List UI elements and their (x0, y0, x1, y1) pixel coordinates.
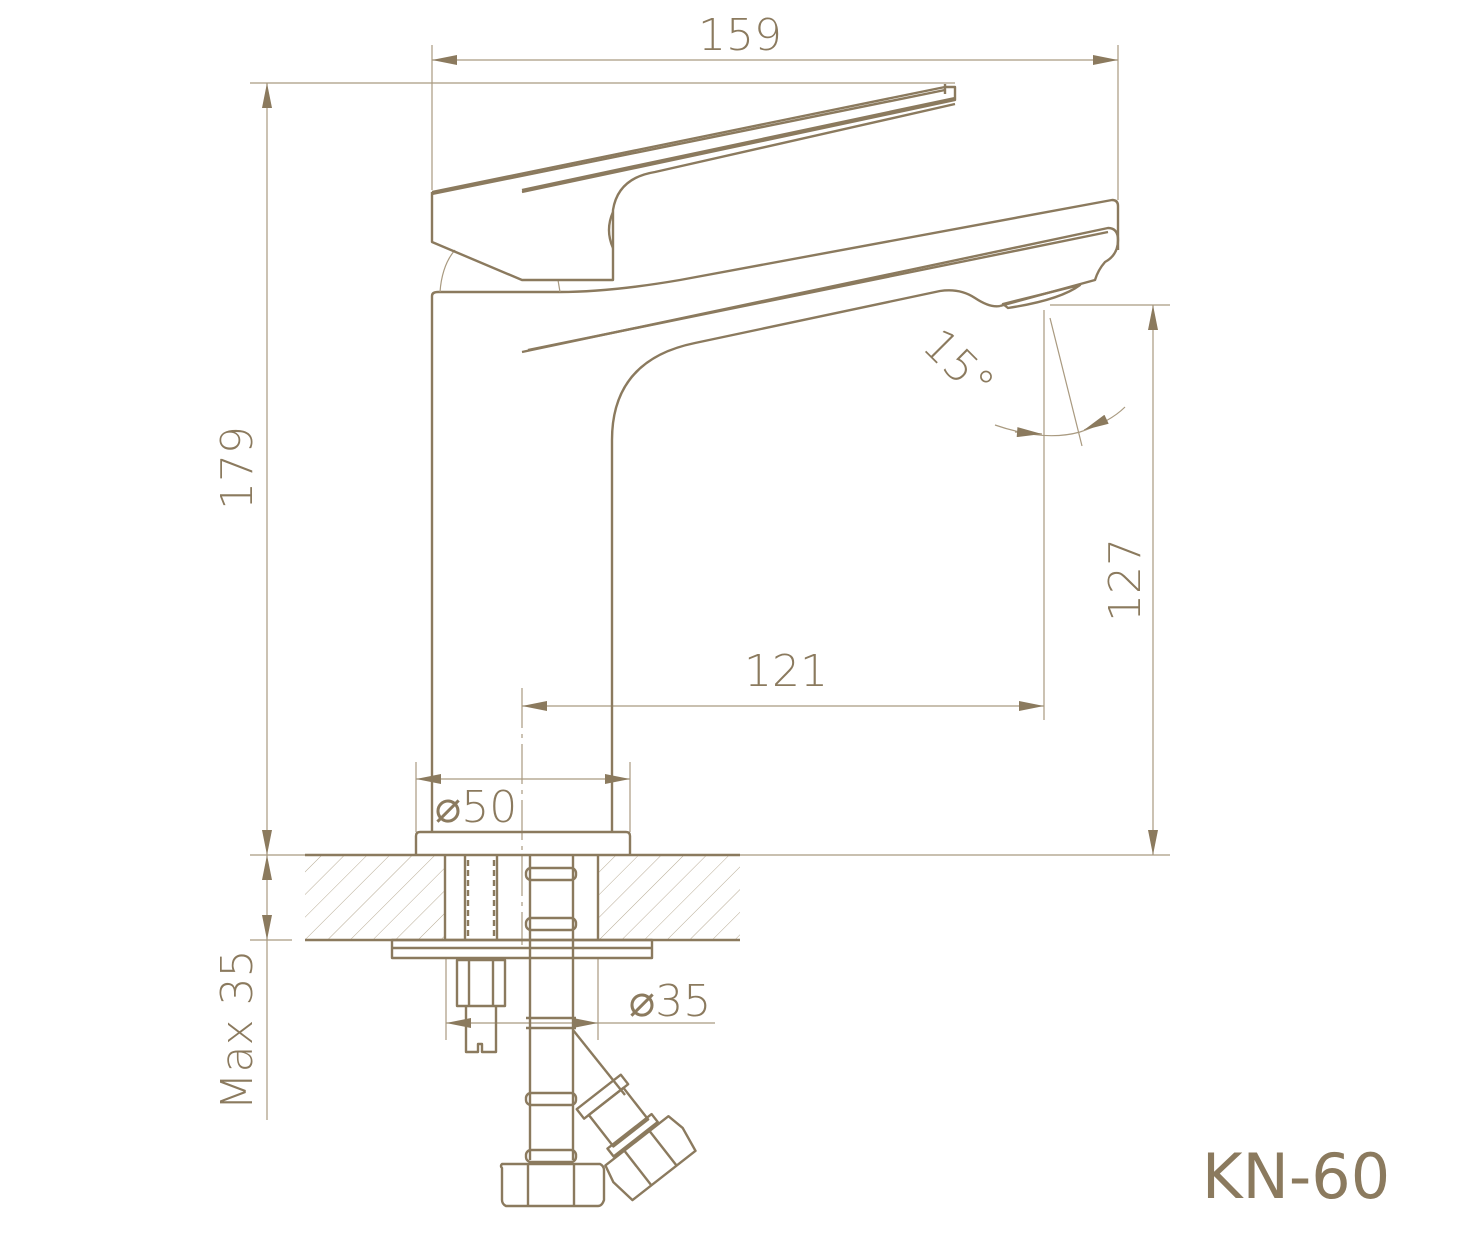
model-label: KN-60 (1202, 1140, 1390, 1213)
dimension-counter-thickness: Max 35 (212, 855, 292, 1120)
countertop-section (305, 853, 740, 942)
dimension-spout-reach: 121 (521, 310, 1045, 945)
faucet-handle (430, 84, 957, 282)
dimension-width: 159 (431, 10, 1119, 200)
dimension-spout-height: 127 (1050, 304, 1170, 855)
dimension-label-spout-reach: 121 (744, 646, 828, 697)
dimension-label-counter: Max 35 (212, 950, 263, 1111)
dimension-label-hole: ⌀35 (629, 976, 711, 1027)
dimension-spout-angle: 15° (913, 317, 1126, 447)
dimension-label-spout-height: 127 (1100, 538, 1151, 622)
faucet-body (414, 198, 1120, 855)
dimension-label-base: ⌀50 (435, 782, 517, 833)
dimension-height: 179 (212, 82, 955, 855)
dimension-label-width: 159 (698, 10, 782, 61)
dimension-label-angle: 15° (913, 319, 1004, 410)
mounting-hardware (390, 855, 697, 1208)
dimension-hole-diameter: ⌀35 (445, 958, 715, 1040)
dimension-base-diameter: ⌀50 (415, 762, 631, 833)
dimension-label-height: 179 (212, 426, 263, 510)
